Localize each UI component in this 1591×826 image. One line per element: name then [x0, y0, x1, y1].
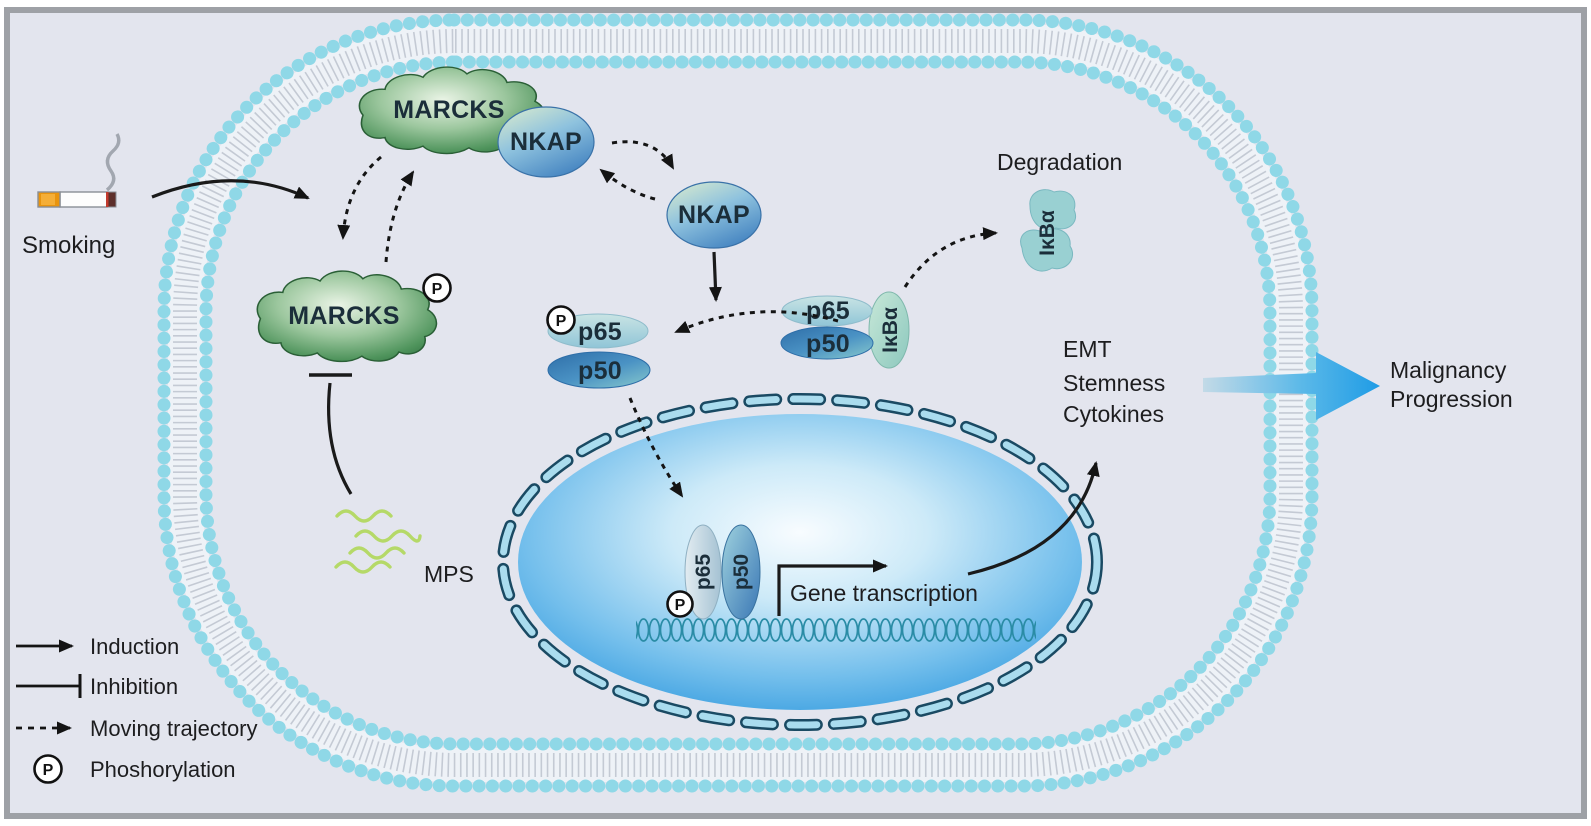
- gene-transcription-label: Gene transcription: [790, 580, 978, 606]
- p65-complex-label: p65: [806, 297, 850, 325]
- transcription-outputs: EMT Stemness Cytokines: [1063, 336, 1165, 427]
- trajectory-arrow-ikba-degradation: [903, 227, 998, 288]
- transcription-start-arrow: [777, 559, 888, 616]
- phospho-symbol: P: [675, 597, 686, 614]
- p65-nuclear-shape: [684, 524, 722, 620]
- legend-induction-label: Induction: [90, 634, 179, 659]
- degradation-label: Degradation: [997, 149, 1122, 175]
- phospho-symbol: P: [556, 313, 567, 330]
- p50-cyto-shape: [547, 351, 651, 389]
- nkap-free-shape: [666, 181, 762, 249]
- membrane-inner-beads: [199, 55, 1277, 751]
- trajectory-arrow-nkap-release: [611, 140, 675, 170]
- smoking-stimulus: Smoking: [22, 133, 121, 259]
- dna-helix: [636, 614, 1036, 642]
- cell-membrane: [157, 13, 1319, 793]
- nfkb-active-complex: p65 p50 P: [546, 305, 651, 389]
- output-cytokines: Cytokines: [1063, 401, 1164, 427]
- phospho-badge-sample: [33, 754, 63, 784]
- legend-item-inhibition: Inhibition: [16, 674, 178, 699]
- phospho-symbol: P: [432, 281, 443, 298]
- output-stemness: Stemness: [1063, 370, 1165, 396]
- mps-peptide-icon: [335, 509, 393, 523]
- trajectory-arrow-marcks-down: [337, 155, 382, 240]
- outcome-malignancy: Malignancy: [1390, 357, 1507, 383]
- legend-phosphorylation-label: Phoshorylation: [90, 757, 236, 782]
- ikba-degraded-label: IκBα: [1036, 210, 1059, 256]
- smoke-icon: [105, 133, 121, 192]
- p50-nuclear-label: p50: [730, 554, 753, 590]
- trajectory-arrow-nuclear-import: [628, 397, 684, 498]
- membrane-lipid-tails: [173, 29, 1303, 777]
- outcome-text: Malignancy Progression: [1390, 357, 1513, 412]
- nfkb-ikba-complex: p65 p50 IκBα: [780, 291, 910, 369]
- ikba-fragment-lower: [1020, 228, 1074, 272]
- legend-inhibition-label: Inhibition: [90, 674, 178, 699]
- phosphorylation-badge-marcks: P: [422, 273, 452, 303]
- mps-peptide-icon: [354, 529, 422, 543]
- ikba-complex-label: IκBα: [879, 307, 902, 353]
- p65-nuclear-label: p65: [692, 554, 715, 591]
- ikba-shape: [868, 291, 910, 369]
- legend-item-induction: Induction: [16, 634, 179, 659]
- p65-cyto-label: p65: [578, 318, 622, 346]
- marcks-nkap-complex: MARCKS NKAP: [358, 66, 595, 178]
- mps-peptide-icon: [348, 546, 406, 560]
- trajectory-arrow-nkap-return: [599, 168, 656, 201]
- ikba-fragment-upper: [1029, 189, 1076, 231]
- marcks-membrane-label: MARCKS: [393, 96, 505, 124]
- phosphorylation-badge-p65: P: [546, 305, 576, 335]
- smoking-label: Smoking: [22, 232, 115, 259]
- nuclear-envelope: [499, 395, 1101, 729]
- nucleus: p65 p50 P Gene transcription: [497, 393, 1103, 731]
- phospho-symbol: P: [43, 762, 54, 779]
- figure-frame: [4, 7, 1587, 819]
- legend-trajectory-label: Moving trajectory: [90, 716, 258, 741]
- marcks-phospho: MARCKS P: [254, 267, 452, 366]
- phosphorylation-badge-nuclear: P: [666, 590, 694, 618]
- legend-item-phosphorylation: P Phoshorylation: [33, 754, 236, 784]
- nkap-bound-label: NKAP: [510, 128, 582, 156]
- induction-arrow-smoking: [151, 179, 310, 200]
- mps-label: MPS: [424, 561, 474, 587]
- malignancy-arrow: [1203, 352, 1380, 420]
- membrane-outer-beads: [157, 13, 1319, 793]
- inhibition-curve: [327, 382, 353, 495]
- p50-cyto-label: p50: [578, 357, 622, 385]
- mps-inhibitor: MPS: [334, 509, 474, 587]
- nkap-bound-shape: [497, 106, 595, 178]
- induction-arrow-transcription-output: [967, 461, 1100, 576]
- ikba-degradation: IκBα Degradation: [997, 149, 1122, 272]
- cigarette-icon: [37, 191, 117, 208]
- induction-arrow-nkap: [708, 251, 722, 302]
- p50-complex-shape: [780, 326, 874, 360]
- nkap-free-label: NKAP: [678, 201, 750, 229]
- outcome-progression: Progression: [1390, 386, 1513, 412]
- nkap-free: NKAP: [666, 181, 762, 249]
- legend-item-moving-trajectory: Moving trajectory: [16, 716, 258, 741]
- legend: Induction Inhibition Moving trajectory P…: [16, 634, 258, 784]
- nucleus-body: [518, 414, 1082, 710]
- p50-nuclear-shape: [721, 524, 761, 620]
- p50-complex-label: p50: [806, 330, 850, 358]
- mps-peptide-icon: [334, 560, 392, 574]
- marcks-phospho-label: MARCKS: [288, 302, 400, 330]
- trajectory-arrow-marcks-up: [384, 170, 415, 263]
- inhibition-arrow-mps: [309, 373, 353, 495]
- output-emt: EMT: [1063, 336, 1112, 362]
